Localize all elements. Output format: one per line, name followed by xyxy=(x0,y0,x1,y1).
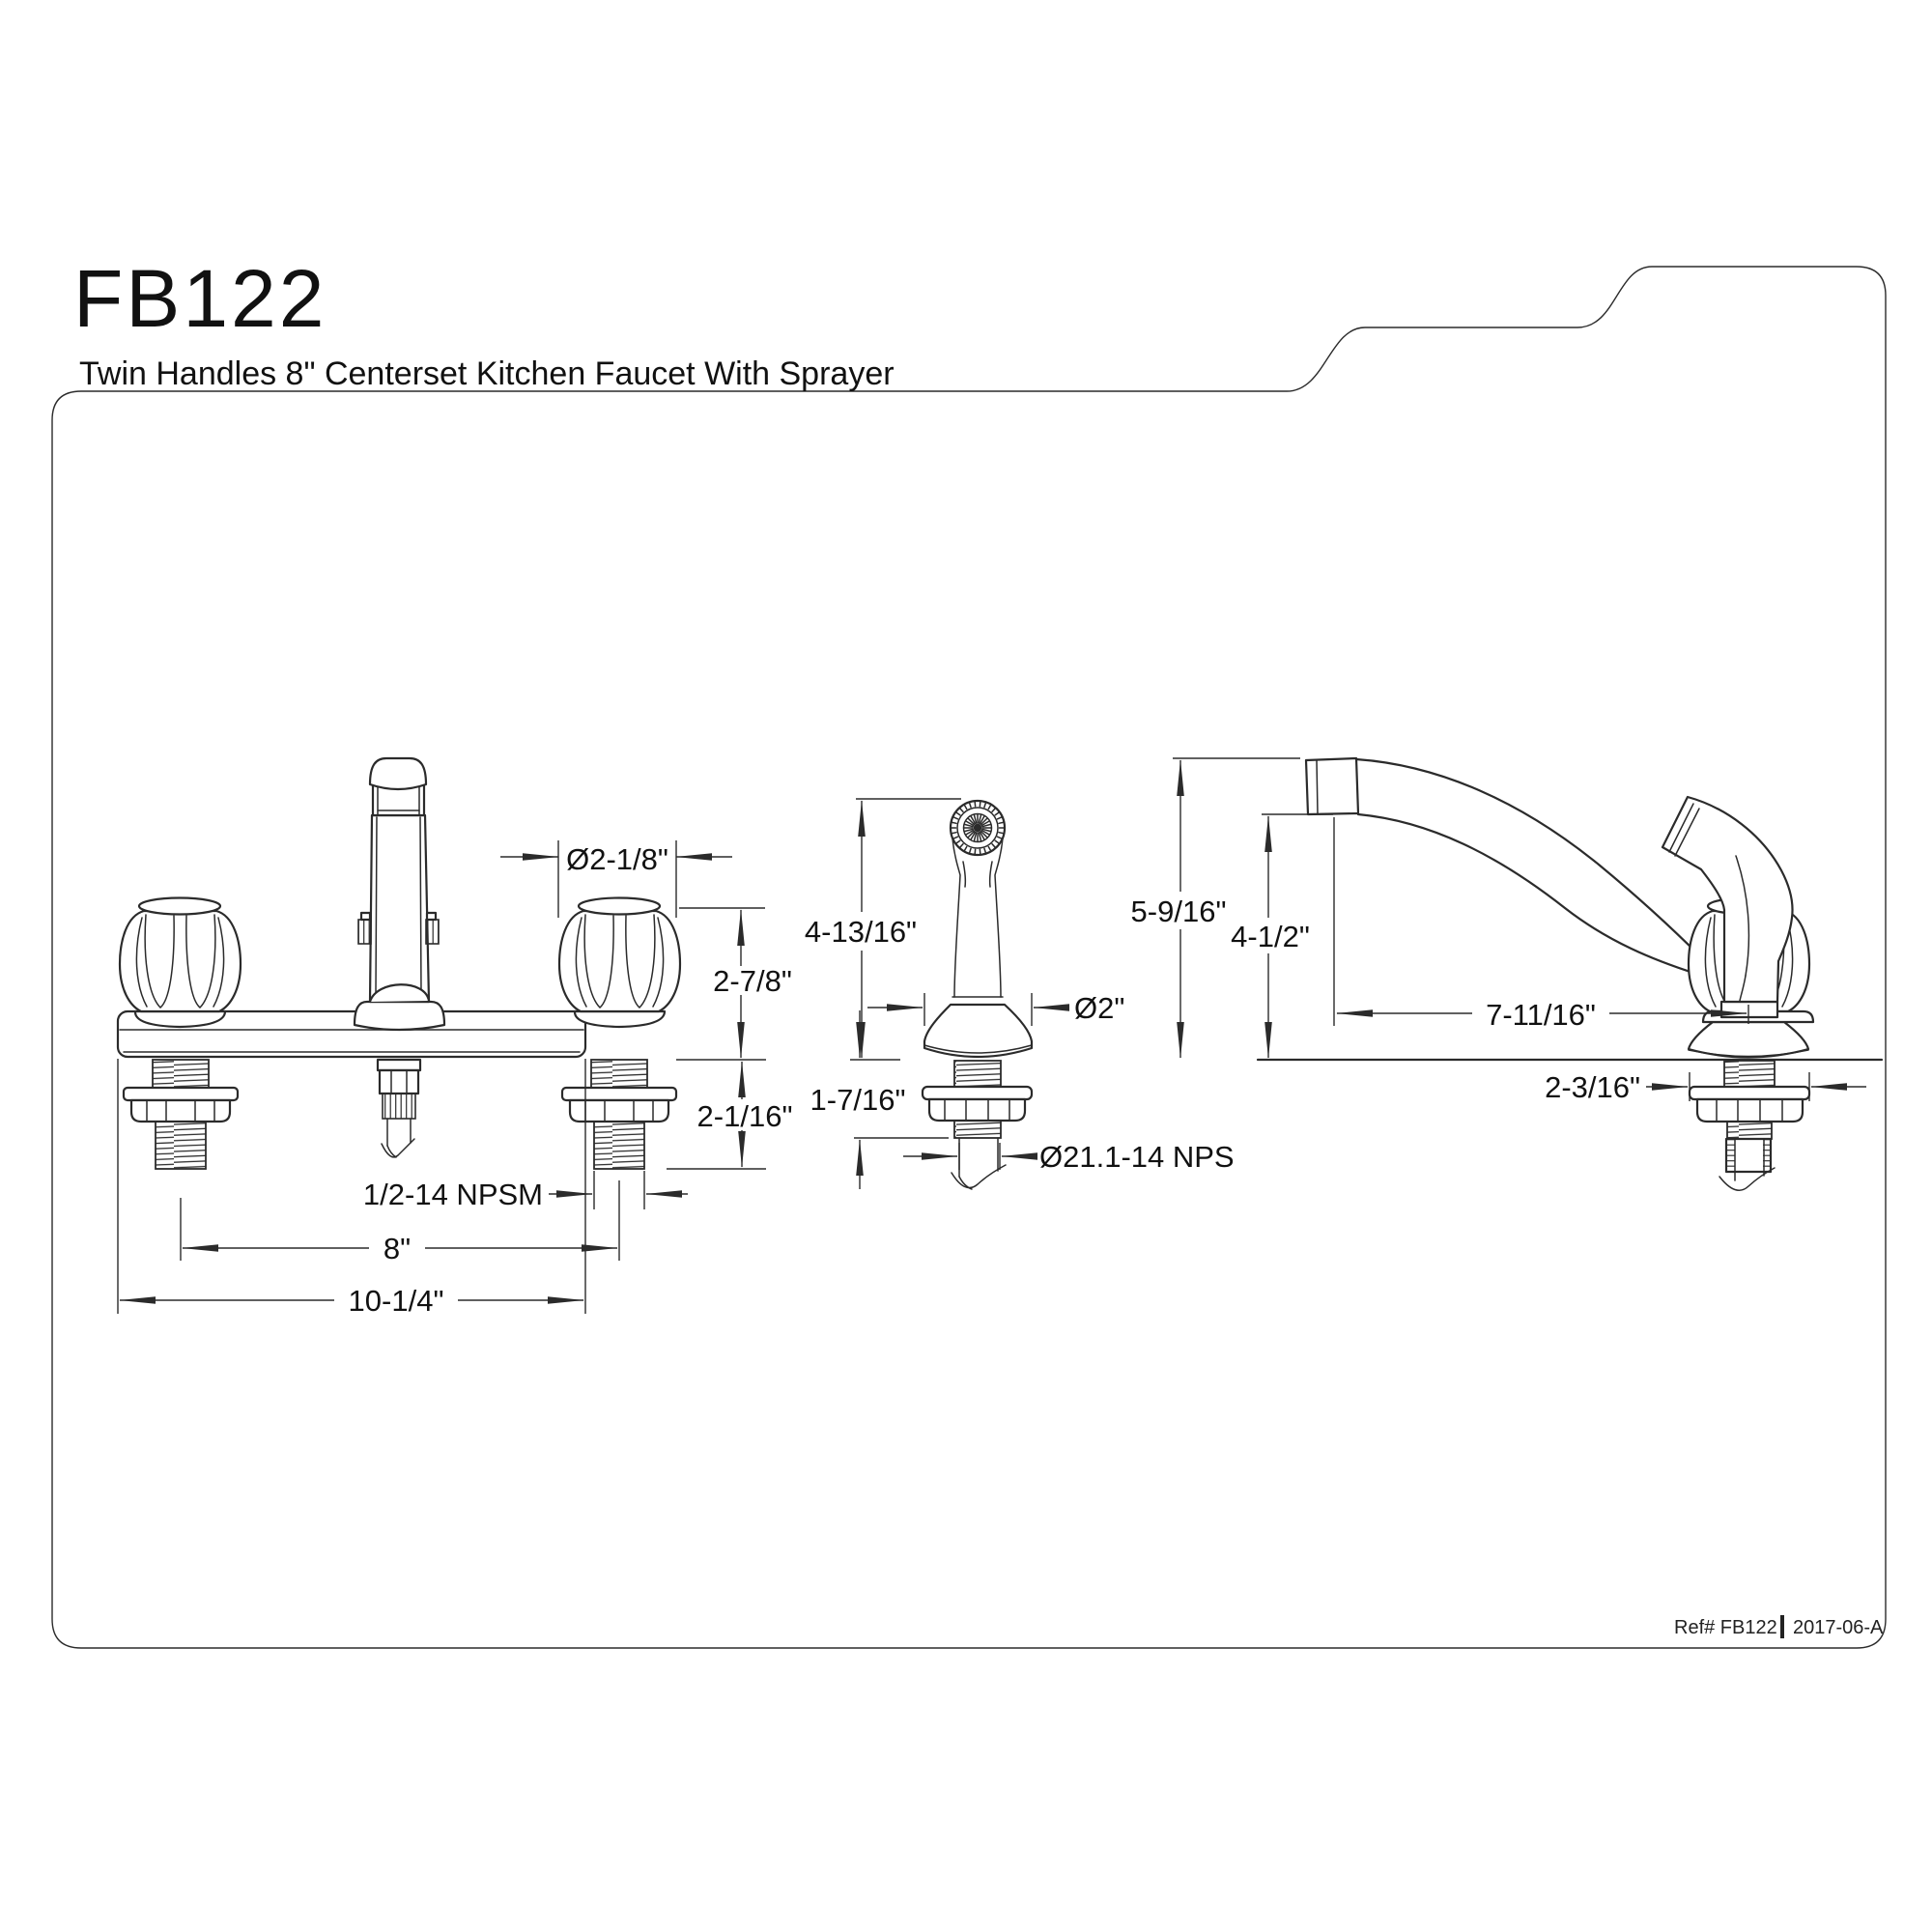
dim-locknut-width: 2-3/16" xyxy=(1545,1070,1640,1104)
dim-deck-width: 10-1/4" xyxy=(349,1284,444,1318)
dim-shank-thread: 1/2-14 NPSM xyxy=(363,1178,543,1211)
footer: Ref# FB122 2017-06-A xyxy=(1674,1615,1884,1638)
dim-base-diameter: Ø2" xyxy=(1074,991,1124,1025)
right-handle-knob xyxy=(557,896,682,1013)
dim-shank-length: 2-1/16" xyxy=(697,1099,793,1133)
sprayer-bell xyxy=(1687,1020,1810,1059)
sprayer-collar xyxy=(1719,1000,1779,1019)
page-subtitle: Twin Handles 8" Centerset Kitchen Faucet… xyxy=(79,355,895,392)
sheet-border xyxy=(51,266,1887,1649)
dim-handle-diameter: Ø2-1/8" xyxy=(566,842,668,876)
dim-outlet-height: 4-1/2" xyxy=(1231,920,1310,953)
dim-hose-thread: Ø21.1-14 NPS xyxy=(1039,1140,1235,1174)
side-view xyxy=(1256,756,1884,1191)
right-shank xyxy=(560,1058,678,1171)
dim-sprayer-shank: 1-7/16" xyxy=(810,1083,906,1117)
dim-sprayer-height: 4-13/16" xyxy=(805,915,917,949)
center-hose-fitting xyxy=(376,1058,422,1158)
footer-separator xyxy=(1780,1615,1784,1638)
handle-base xyxy=(573,1009,667,1029)
left-handle-knob xyxy=(118,896,242,1013)
handle-base xyxy=(133,1009,227,1029)
dimension-arrows xyxy=(119,759,1866,1304)
dim-spout-height: 5-9/16" xyxy=(1131,895,1227,928)
left-shank xyxy=(122,1058,240,1171)
sprayer-side xyxy=(1661,795,1794,1004)
dim-handle-height: 2-7/8" xyxy=(713,964,792,998)
front-view xyxy=(116,756,682,1171)
footer-revision: 2017-06-A xyxy=(1793,1617,1884,1638)
footer-ref: Ref# FB122 xyxy=(1674,1617,1777,1638)
sprayer-shank xyxy=(1688,1060,1811,1191)
dim-handle-centers: 8" xyxy=(384,1232,411,1265)
spout-front xyxy=(353,756,446,1032)
sprayer-nozzle-face xyxy=(949,799,1007,857)
dim-spout-reach: 7-11/16" xyxy=(1486,998,1596,1032)
page-title: FB122 xyxy=(73,253,327,344)
sprayer-front-view xyxy=(921,799,1034,1190)
spout-side xyxy=(1304,756,1702,976)
deck-plate xyxy=(116,1009,587,1059)
